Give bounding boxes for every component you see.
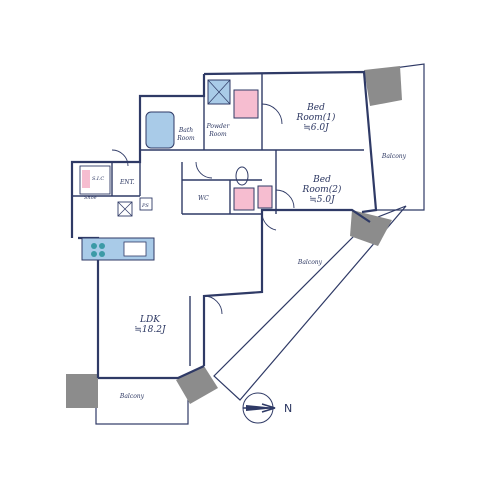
bath-room-label: Bath Room <box>176 127 195 142</box>
svg-text:LDK: LDK <box>139 315 161 325</box>
svg-text:Room(2): Room(2) <box>302 184 342 195</box>
fridge-space <box>117 201 133 217</box>
balcony-west-area <box>66 366 218 425</box>
laundry-pan-cross <box>207 79 231 105</box>
ldk-label: LDK ≒18.2J <box>134 315 167 335</box>
wc-pink-cabinet <box>233 187 255 211</box>
svg-text:≒18.2J: ≒18.2J <box>134 325 167 335</box>
svg-text:Bath: Bath <box>178 127 193 134</box>
wc-label: WC <box>198 195 209 202</box>
svg-text:Bed: Bed <box>306 103 325 113</box>
powder-room-label: Powder Room <box>206 123 231 138</box>
svg-text:Bed: Bed <box>312 175 331 185</box>
bed-room-1-label: Bed Room(1) ≒6.0J <box>296 103 336 133</box>
bed-room-2-label: Bed Room(2) ≒5.0J <box>302 175 342 205</box>
svg-text:≒5.0J: ≒5.0J <box>309 195 336 205</box>
svg-text:Powder: Powder <box>206 123 231 130</box>
compass: N <box>242 392 292 424</box>
stove-burners <box>91 243 105 257</box>
compass-north-label: N <box>284 402 292 415</box>
bathtub <box>145 111 175 149</box>
balcony-east-label: Balcony <box>381 153 407 160</box>
washbasin-pink <box>233 89 259 119</box>
svg-text:Room: Room <box>176 135 195 142</box>
interior-walls <box>72 74 364 366</box>
ps-label: PS <box>141 203 149 209</box>
door-swings <box>111 103 295 315</box>
svg-text:Room: Room <box>208 131 227 138</box>
sic-pink-mark <box>82 170 90 188</box>
balcony-west-label: Balcony <box>119 393 145 400</box>
balcony-south-area <box>213 205 407 401</box>
ent-label: ENT. <box>119 179 135 186</box>
shoe-label: Shoe <box>84 195 97 201</box>
ps-box <box>139 197 153 211</box>
exterior-walls <box>70 70 378 380</box>
fridge-cross <box>117 201 133 217</box>
kitchen-sink <box>123 241 147 257</box>
sic-label: S.I.C <box>92 176 104 182</box>
hall-pink-cabinet <box>257 185 273 209</box>
shoe-cabinet <box>79 165 111 195</box>
toilet <box>235 166 249 186</box>
svg-text:≒6.0J: ≒6.0J <box>303 123 330 133</box>
svg-text:Room(1): Room(1) <box>296 112 336 123</box>
balcony-south-label: Balcony <box>297 259 323 266</box>
